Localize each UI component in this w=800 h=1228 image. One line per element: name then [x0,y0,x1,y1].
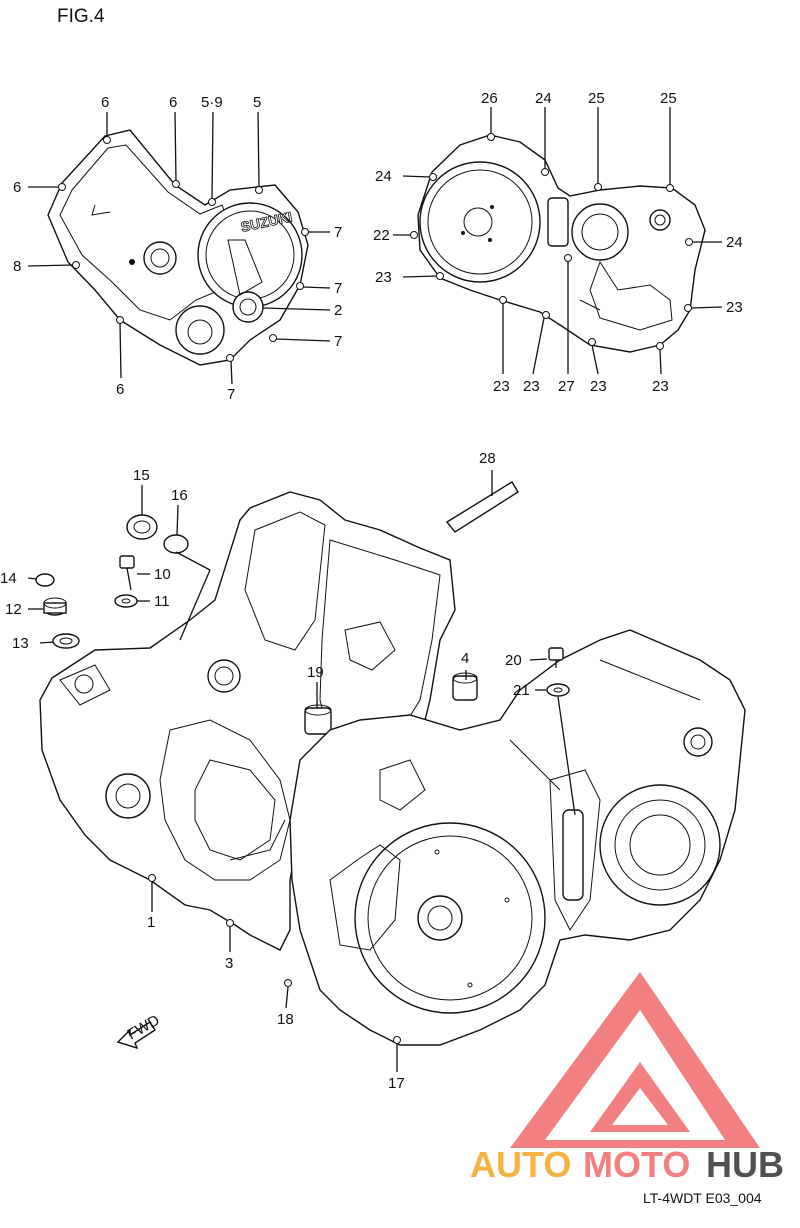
label-24: 24 [726,234,743,251]
label-2: 2 [334,302,342,319]
label-7: 7 [334,224,342,241]
label-5: 5 [253,94,261,111]
label-23: 23 [375,269,392,286]
label-12: 12 [5,601,22,618]
label-24: 24 [535,90,552,107]
label-3: 3 [225,955,233,972]
label-22: 22 [373,227,390,244]
label-23: 23 [652,378,669,395]
label-23: 23 [726,299,743,316]
watermark-auto: AUTO [470,1144,571,1185]
leaders-right-cover [393,107,723,375]
label-23: 23 [590,378,607,395]
label-18: 18 [277,1011,294,1028]
label-27: 27 [558,378,575,395]
label-7: 7 [227,386,235,403]
label-20: 20 [505,652,522,669]
label-5-9: 5·9 [201,94,223,111]
left-crankcase-cover: SUZUKI [47,129,309,366]
label-16: 16 [171,487,188,504]
label-6: 6 [116,381,124,398]
label-6: 6 [101,94,109,111]
label-10: 10 [154,566,171,583]
watermark-moto: MOTO [583,1144,690,1185]
label-14: 14 [0,570,17,587]
right-crankcase-cover [410,133,706,353]
label-26: 26 [481,90,498,107]
label-7: 7 [334,280,342,297]
label-21: 21 [513,682,530,699]
label-23: 23 [523,378,540,395]
label-24: 24 [375,168,392,185]
label-13: 13 [12,635,29,652]
label-6: 6 [13,179,21,196]
leaders-left-cover [27,111,331,385]
label-11: 11 [154,593,170,610]
label-17: 17 [388,1075,405,1092]
label-7: 7 [334,333,342,350]
figure-title: FIG.4 [57,6,105,27]
label-25: 25 [660,90,677,107]
watermark-hub: HUB [706,1144,784,1185]
label-28: 28 [479,450,496,467]
crankcase-left-half [39,491,456,987]
crankcase-right-half [289,629,746,1046]
label-4: 4 [461,650,469,667]
label-1: 1 [147,914,155,931]
label-25: 25 [588,90,605,107]
figure-code: LT-4WDT E03_004 [643,1190,762,1206]
label-15: 15 [133,467,150,484]
leaders-crankcase [27,470,576,1072]
automotohub-watermark-logo: AUTO MOTO HUB [470,972,784,1185]
label-23: 23 [493,378,510,395]
fwd-marking: FWD [125,1012,163,1044]
label-6: 6 [169,94,177,111]
label-19: 19 [307,664,324,681]
small-parts: FWD [35,481,570,1050]
label-8: 8 [13,258,21,275]
